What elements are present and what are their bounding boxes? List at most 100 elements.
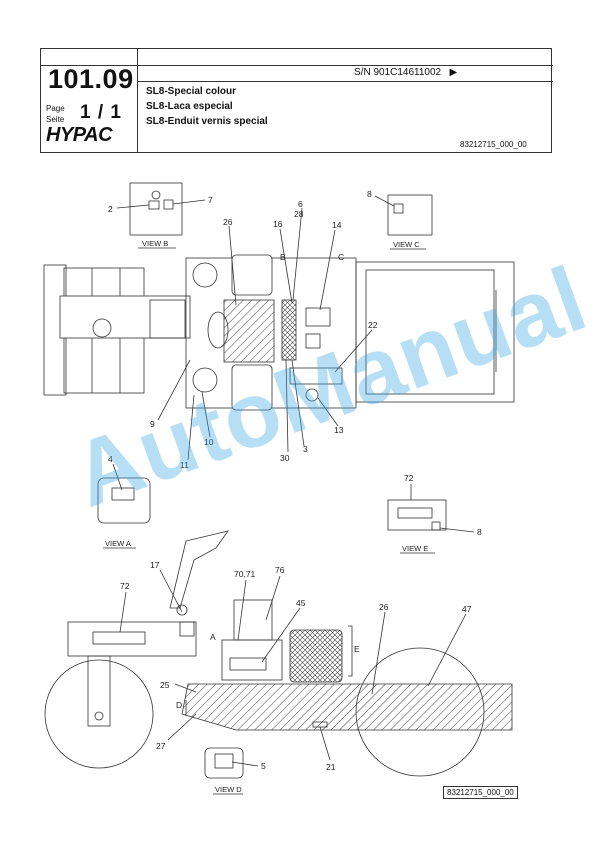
engine-grille [289, 629, 343, 683]
serial-text: S/N 901C14611002 [354, 67, 442, 78]
footer-doc-number: 83212715_000_00 [443, 786, 518, 799]
leader-25 [174, 683, 197, 693]
brand-logo: HYPAC [46, 124, 113, 146]
callout: 6 [298, 199, 303, 209]
callout: 72 [404, 473, 414, 483]
marker-e: E [354, 644, 360, 654]
callout: 13 [334, 425, 344, 435]
view-d-sticker [214, 753, 234, 769]
callout: 25 [160, 680, 170, 690]
hatched-frame [223, 299, 275, 363]
leader-30 [285, 359, 289, 453]
view-c-caption: VIEW C [393, 240, 420, 249]
view-b-sticker-2 [163, 199, 174, 210]
front-axle [94, 711, 104, 721]
callout: 30 [280, 453, 290, 463]
view-b-part [151, 190, 161, 200]
page-label: Page [46, 104, 65, 113]
leader-27 [167, 713, 197, 741]
callout: 72 [120, 581, 130, 591]
view-e-display [397, 507, 433, 519]
display-72 [92, 631, 146, 645]
callout: 45 [296, 598, 306, 608]
callout: 47 [462, 604, 472, 614]
header-divider-serial [137, 81, 553, 82]
callout: 16 [273, 219, 283, 229]
steering-wheel [207, 311, 229, 349]
leader-21 [319, 726, 331, 761]
callout: 14 [332, 220, 342, 230]
marker-a: A [210, 632, 216, 642]
title-fr: SL8-Enduit vernis special [146, 116, 268, 127]
leader-47 [427, 613, 467, 687]
marker-b: B [280, 252, 286, 262]
callout: 10 [204, 437, 214, 447]
leader-11 [187, 394, 195, 461]
view-b-sticker [148, 200, 160, 210]
callout: 3 [303, 444, 308, 454]
header-divider-vertical [137, 49, 138, 153]
callout: 21 [326, 762, 336, 772]
view-c-box [387, 194, 433, 236]
callout: 4 [108, 454, 113, 464]
leader-7071 [237, 579, 247, 641]
leader-45 [261, 607, 301, 663]
leader-2 [116, 204, 150, 209]
rear-drum-top [355, 261, 515, 403]
view-a-box [97, 477, 151, 524]
callout: 9 [150, 419, 155, 429]
view-b-caption: VIEW B [142, 239, 168, 248]
callout: 76 [275, 565, 285, 575]
view-d-caption: VIEW D [215, 785, 242, 794]
sticker-17 [179, 621, 195, 637]
view-e-caption: VIEW E [402, 544, 428, 553]
leader-17 [159, 569, 183, 613]
pivot-17 [176, 604, 188, 616]
view-e-sticker [431, 521, 441, 531]
callout: 11 [180, 460, 189, 470]
leader-26b [371, 611, 386, 695]
header-box [40, 48, 553, 153]
leader-3 [291, 359, 305, 447]
leader-9 [157, 359, 191, 421]
leader-16 [279, 228, 293, 304]
panel-22 [289, 367, 343, 385]
leader-76 [265, 575, 281, 621]
rear-drum-inner [365, 269, 495, 395]
panel-14 [305, 307, 331, 327]
leader-5 [231, 761, 259, 767]
leader-4 [112, 463, 123, 491]
center-column [281, 299, 297, 361]
serial-arrow-icon: ▶ [449, 67, 458, 78]
front-frame-side [67, 621, 197, 657]
view-a-caption: VIEW A [105, 539, 131, 548]
bracket-e [348, 625, 353, 677]
page-number: 101.09 [48, 64, 134, 94]
wheel-left-top [192, 262, 218, 288]
leader-22 [334, 329, 373, 373]
marker-d: D [176, 700, 182, 710]
view-a-sticker [111, 487, 135, 501]
callout: 26 [379, 602, 389, 612]
leader-8b [439, 527, 475, 533]
callout: 70,71 [234, 569, 256, 579]
callout: 5 [261, 761, 266, 771]
leader-10 [201, 391, 211, 438]
leader-8a [374, 195, 395, 207]
callout: 8 [367, 189, 372, 199]
front-hub [92, 318, 112, 338]
side-frame-hatched [181, 683, 513, 731]
sticker-45 [229, 657, 267, 671]
leader-14 [319, 229, 336, 311]
header-divider-top [41, 65, 553, 66]
callout: 17 [150, 560, 160, 570]
serial-number: S/N 901C14611002 ▶ [354, 67, 457, 78]
title-es: SL8-Laca especial [146, 101, 233, 112]
wheel-left-bottom [192, 367, 218, 393]
view-b-box [129, 182, 183, 236]
title-en: SL8-Special colour [146, 86, 237, 97]
leader-26a [228, 225, 237, 306]
callout: 26 [223, 217, 233, 227]
console [221, 639, 283, 681]
